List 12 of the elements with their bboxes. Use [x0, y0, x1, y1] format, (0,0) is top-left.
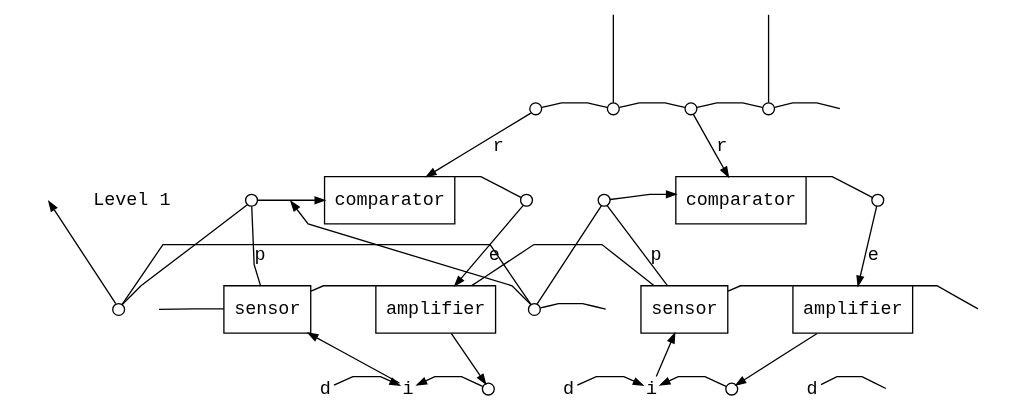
node-text: d [563, 378, 575, 400]
edge-label: r [492, 135, 504, 157]
label: Level 1 [93, 190, 171, 212]
edge-label: r [716, 135, 728, 157]
edge-label: e [867, 244, 879, 266]
edge-label: p [650, 244, 662, 266]
edge-label: e [488, 244, 500, 266]
node-text: d [806, 378, 818, 400]
edge-label: p [254, 244, 266, 266]
node-text: d [319, 378, 331, 400]
node-text: i [402, 378, 414, 400]
node-text: i [645, 378, 658, 400]
